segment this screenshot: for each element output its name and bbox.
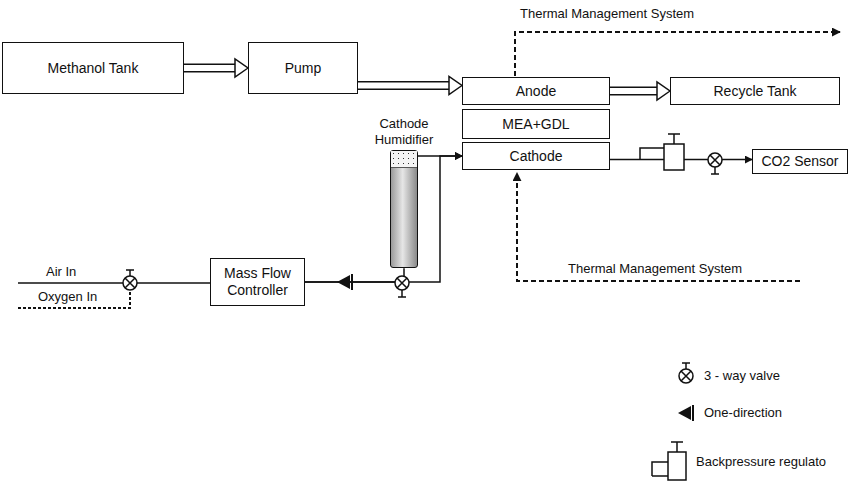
process-box: MEA+GDL (462, 109, 610, 139)
node-text: Cathode Humidifier (366, 116, 442, 147)
node-text: MEA+GDL (502, 116, 569, 132)
process-box: Methanol Tank (2, 42, 184, 94)
fuel-flow-arrow (610, 82, 670, 100)
node-text: Anode (516, 83, 556, 99)
process-box: Anode (462, 77, 610, 105)
legend-text: One-direction (704, 405, 782, 420)
legend-regulator-symbol (652, 442, 686, 480)
inlet-label: Air In (44, 264, 78, 279)
process-box: CO2 Sensor (752, 149, 848, 174)
thermal-line (515, 32, 840, 76)
fuel-flow-arrow (184, 59, 248, 77)
three-way-valve (123, 270, 137, 290)
air-line (18, 282, 123, 284)
humidifier-cylinder: Cathode Humidifier (366, 116, 442, 268)
legend-text: Backpressure regulato (696, 454, 826, 469)
fuel-flow-arrow (358, 77, 462, 95)
three-way-valve (395, 276, 409, 297)
gas-line (305, 268, 404, 282)
gas-line (305, 156, 462, 282)
node-text: Cathode (510, 148, 563, 164)
thermal-label: Thermal Management System (518, 6, 696, 21)
thermal-label: Thermal Management System (566, 261, 744, 276)
check-valve (337, 274, 352, 290)
three-way-valve (708, 153, 722, 174)
legend-valve-symbol (679, 363, 693, 383)
humidifier-body (390, 150, 418, 268)
humidifier-cap (391, 151, 417, 168)
node-text: Mass Flow Controller (224, 265, 291, 298)
thermal-line (517, 173, 800, 281)
supply-line (137, 282, 210, 284)
inlet-label: Oxygen In (36, 289, 99, 304)
process-box: Cathode (462, 142, 610, 170)
node-text: Methanol Tank (48, 60, 139, 76)
process-box: Mass Flow Controller (210, 258, 305, 306)
process-box: Pump (248, 42, 358, 94)
node-text: Pump (285, 60, 322, 76)
node-text: Recycle Tank (713, 83, 796, 99)
legend-check-symbol (678, 405, 693, 421)
process-box: Recycle Tank (670, 77, 840, 105)
backpressure-regulator (640, 134, 684, 170)
node-text: CO2 Sensor (761, 153, 838, 169)
legend-text: 3 - way valve (704, 368, 780, 383)
